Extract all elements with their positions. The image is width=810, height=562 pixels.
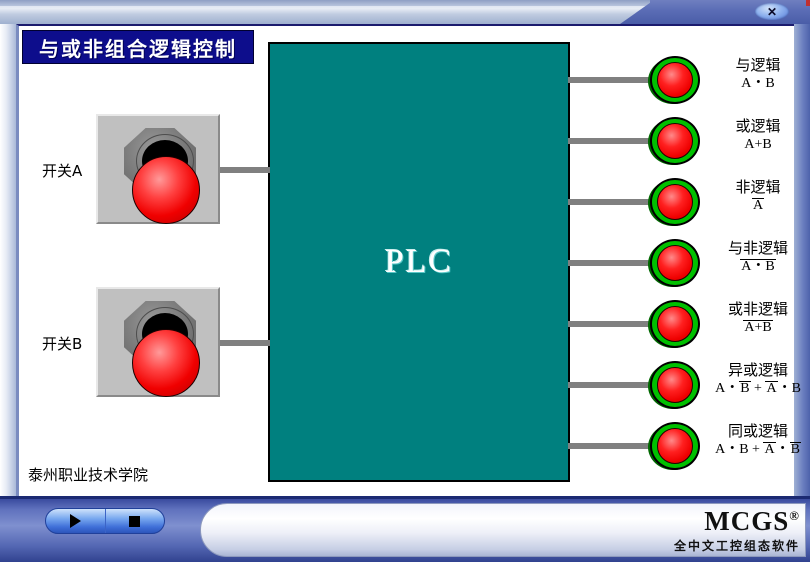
- switch-a[interactable]: [96, 114, 220, 224]
- expr-term: A: [715, 441, 726, 457]
- expr-term: B: [765, 75, 775, 91]
- window-right-rail: [794, 24, 810, 496]
- output-name: 同或逻辑: [727, 422, 788, 440]
- output-label-not: 非逻辑 A: [706, 178, 810, 214]
- wire-input-b: [218, 340, 270, 346]
- expr-term: ・: [751, 75, 766, 91]
- expr-term: ・: [777, 380, 792, 396]
- output-name: 与非逻辑: [727, 239, 788, 257]
- lamp-core: [657, 306, 693, 342]
- expr-term-negated: A・B: [740, 258, 776, 274]
- plc-block: PLC: [268, 42, 570, 482]
- play-button[interactable]: [46, 509, 105, 533]
- plc-label: PLC: [384, 243, 454, 280]
- switch-a-push-button[interactable]: [132, 156, 200, 224]
- close-icon: ✕: [766, 4, 778, 19]
- expr-term-negated: A: [763, 441, 776, 457]
- output-expression: A・B + A・B: [706, 380, 810, 397]
- switch-b-label: 开关B: [42, 335, 83, 353]
- lamp-core: [657, 62, 693, 98]
- bottom-toolbar-panel: [200, 503, 806, 557]
- expr-term: A+B: [744, 136, 772, 152]
- expr-term: +: [750, 380, 766, 396]
- stop-icon: [129, 515, 141, 527]
- stop-button[interactable]: [106, 509, 165, 533]
- indicator-lamp-7: [648, 422, 700, 470]
- expr-term: +: [748, 441, 764, 457]
- switch-a-label: 开关A: [42, 162, 83, 180]
- registered-trademark-icon: ®: [789, 508, 800, 523]
- lamp-core: [657, 428, 693, 464]
- output-label-nor: 或非逻辑 A+B: [706, 300, 810, 336]
- wire-output-7: [568, 443, 652, 449]
- expr-term-negated: A: [765, 380, 778, 396]
- indicator-lamp-2: [648, 117, 700, 165]
- lamp-core: [657, 245, 693, 281]
- wire-output-4: [568, 260, 652, 266]
- output-name: 或非逻辑: [727, 300, 788, 318]
- expr-term: A: [741, 75, 752, 91]
- indicator-lamp-3: [648, 178, 700, 226]
- wire-output-1: [568, 77, 652, 83]
- lamp-core: [657, 367, 693, 403]
- output-label-and: 与逻辑 A・B: [706, 56, 810, 92]
- mcgs-logo-subtitle: 全中文工控组态软件: [673, 539, 800, 553]
- expr-term-negated: B: [789, 441, 801, 457]
- indicator-lamp-5: [648, 300, 700, 348]
- mcgs-logo: MCGS® 全中文工控组态软件: [660, 508, 800, 554]
- output-name: 与逻辑: [735, 56, 781, 74]
- expr-term: ・: [725, 380, 740, 396]
- output-label-nand: 与非逻辑 A・B: [706, 239, 810, 275]
- wire-output-5: [568, 321, 652, 327]
- screen-title-banner: 与或非组合逻辑控制: [22, 30, 254, 64]
- switch-b-push-button[interactable]: [132, 329, 200, 397]
- play-icon: [69, 514, 81, 528]
- wire-output-3: [568, 199, 652, 205]
- output-expression: A: [706, 197, 810, 214]
- output-expression: A・B + A・B: [706, 441, 810, 458]
- output-expression: A+B: [706, 319, 810, 336]
- title-bar-highlight-strip: [0, 0, 810, 6]
- output-label-xnor: 同或逻辑 A・B + A・B: [706, 422, 810, 458]
- expr-term-negated: A+B: [743, 319, 773, 335]
- run-controls: [45, 508, 165, 534]
- indicator-lamp-6: [648, 361, 700, 409]
- output-expression: A+B: [706, 137, 810, 153]
- wire-output-6: [568, 382, 652, 388]
- lamp-core: [657, 123, 693, 159]
- expr-term-negated: B: [739, 380, 751, 396]
- expr-term: B: [791, 380, 801, 396]
- output-label-xor: 异或逻辑 A・B + A・B: [706, 361, 810, 397]
- output-name: 或逻辑: [735, 117, 781, 135]
- wire-input-a: [218, 167, 270, 173]
- close-button[interactable]: ✕: [755, 3, 789, 20]
- output-label-or: 或逻辑 A+B: [706, 117, 810, 153]
- screen-title-text: 与或非组合逻辑控制: [39, 36, 237, 61]
- expr-term: B: [739, 441, 749, 457]
- wire-output-2: [568, 138, 652, 144]
- expr-term: ・: [725, 441, 740, 457]
- lamp-core: [657, 184, 693, 220]
- output-name: 异或逻辑: [727, 361, 788, 379]
- output-name: 非逻辑: [735, 178, 781, 196]
- run-controls-divider: [104, 509, 106, 533]
- bottom-toolbar-top-line: [0, 496, 810, 499]
- switch-b[interactable]: [96, 287, 220, 397]
- institution-label: 泰州职业技术学院: [28, 466, 149, 484]
- mcgs-wordmark: MCGS: [704, 506, 790, 536]
- title-bar-corner-marker: [806, 0, 810, 6]
- expr-term: A: [715, 380, 726, 396]
- expr-term-negated: A: [751, 197, 765, 213]
- mcgs-logo-text: MCGS®: [660, 508, 800, 535]
- indicator-lamp-1: [648, 56, 700, 104]
- window-left-rail: [0, 24, 16, 496]
- expr-term: ・: [775, 441, 790, 457]
- output-expression: A・B: [706, 76, 810, 92]
- output-expression: A・B: [706, 258, 810, 275]
- indicator-lamp-4: [648, 239, 700, 287]
